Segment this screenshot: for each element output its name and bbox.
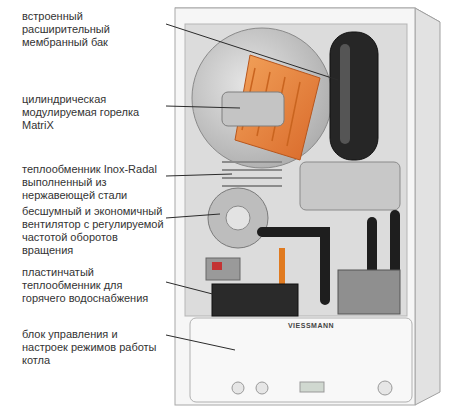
fan-housing <box>208 188 268 248</box>
burner-cylinder <box>222 92 284 126</box>
part-label: бесшумный и экономичный вентилятор с рег… <box>22 205 164 257</box>
part-label: теплообменник Inox-Radal выполненный из … <box>22 163 164 202</box>
plate-heat-exchanger <box>212 284 298 316</box>
gas-valve <box>206 258 240 280</box>
part-label: встроенный расширительный мембранный бак <box>22 10 164 49</box>
brand-logo: VIESSMANN <box>266 322 356 330</box>
housing-interior <box>185 24 407 316</box>
leader-lines <box>166 24 338 350</box>
dial <box>232 382 244 394</box>
part-label: блок управления и настроек режимов работ… <box>22 328 164 367</box>
dial <box>256 382 268 394</box>
pressure-gauge <box>378 381 392 395</box>
valve-coil <box>212 262 222 270</box>
part-label: пластинчатый теплообменник для горячего … <box>22 266 164 305</box>
control-unit <box>190 318 412 402</box>
condensate-tray <box>300 162 400 210</box>
hydraulic-block <box>338 270 400 314</box>
part-label: цилиндрическая модулируемая горелка Matr… <box>22 93 164 132</box>
fan-hub <box>226 206 250 230</box>
burner-housing <box>192 28 332 168</box>
expansion-tank <box>330 32 378 160</box>
housing-front <box>175 8 415 405</box>
housing-side <box>415 8 440 405</box>
display <box>300 382 324 392</box>
tank-highlight <box>340 44 350 144</box>
